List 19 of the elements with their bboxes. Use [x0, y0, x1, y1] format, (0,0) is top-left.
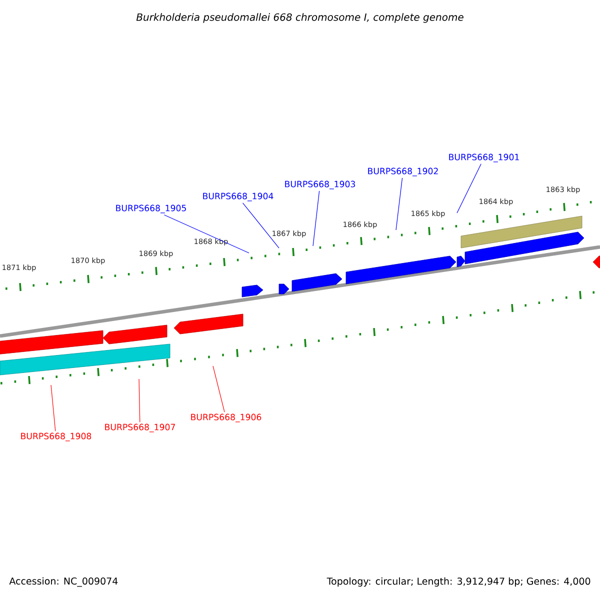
leader-line [242, 202, 280, 248]
accession-label: Accession: NC_009074 [9, 577, 118, 587]
title: Burkholderia pseudomallei 668 chromosome I, complete genome [136, 13, 464, 23]
leader-line [212, 366, 225, 412]
leader-line [138, 378, 140, 422]
leader-line [312, 190, 320, 246]
leader-line [50, 384, 56, 432]
genome-info-label: Topology: circular; Length: 3,912,947 bp; Genes: 4,000 [326, 577, 590, 587]
gene-label: BURPS668_1906 [191, 414, 262, 422]
gene-label: BURPS668_1905 [116, 204, 186, 214]
leader-line [456, 164, 482, 214]
gene-label: BURPS668_1904 [203, 192, 274, 202]
gene-label: BURPS668_1902 [368, 168, 438, 176]
gene-label: BURPS668_1908 [21, 432, 92, 442]
leader-line [396, 178, 403, 230]
gene-label: BURPS668_1901 [449, 154, 519, 162]
gene-label: BURPS668_1907 [105, 424, 175, 432]
gene-label: BURPS668_1903 [285, 180, 356, 190]
leader-line [164, 214, 250, 254]
